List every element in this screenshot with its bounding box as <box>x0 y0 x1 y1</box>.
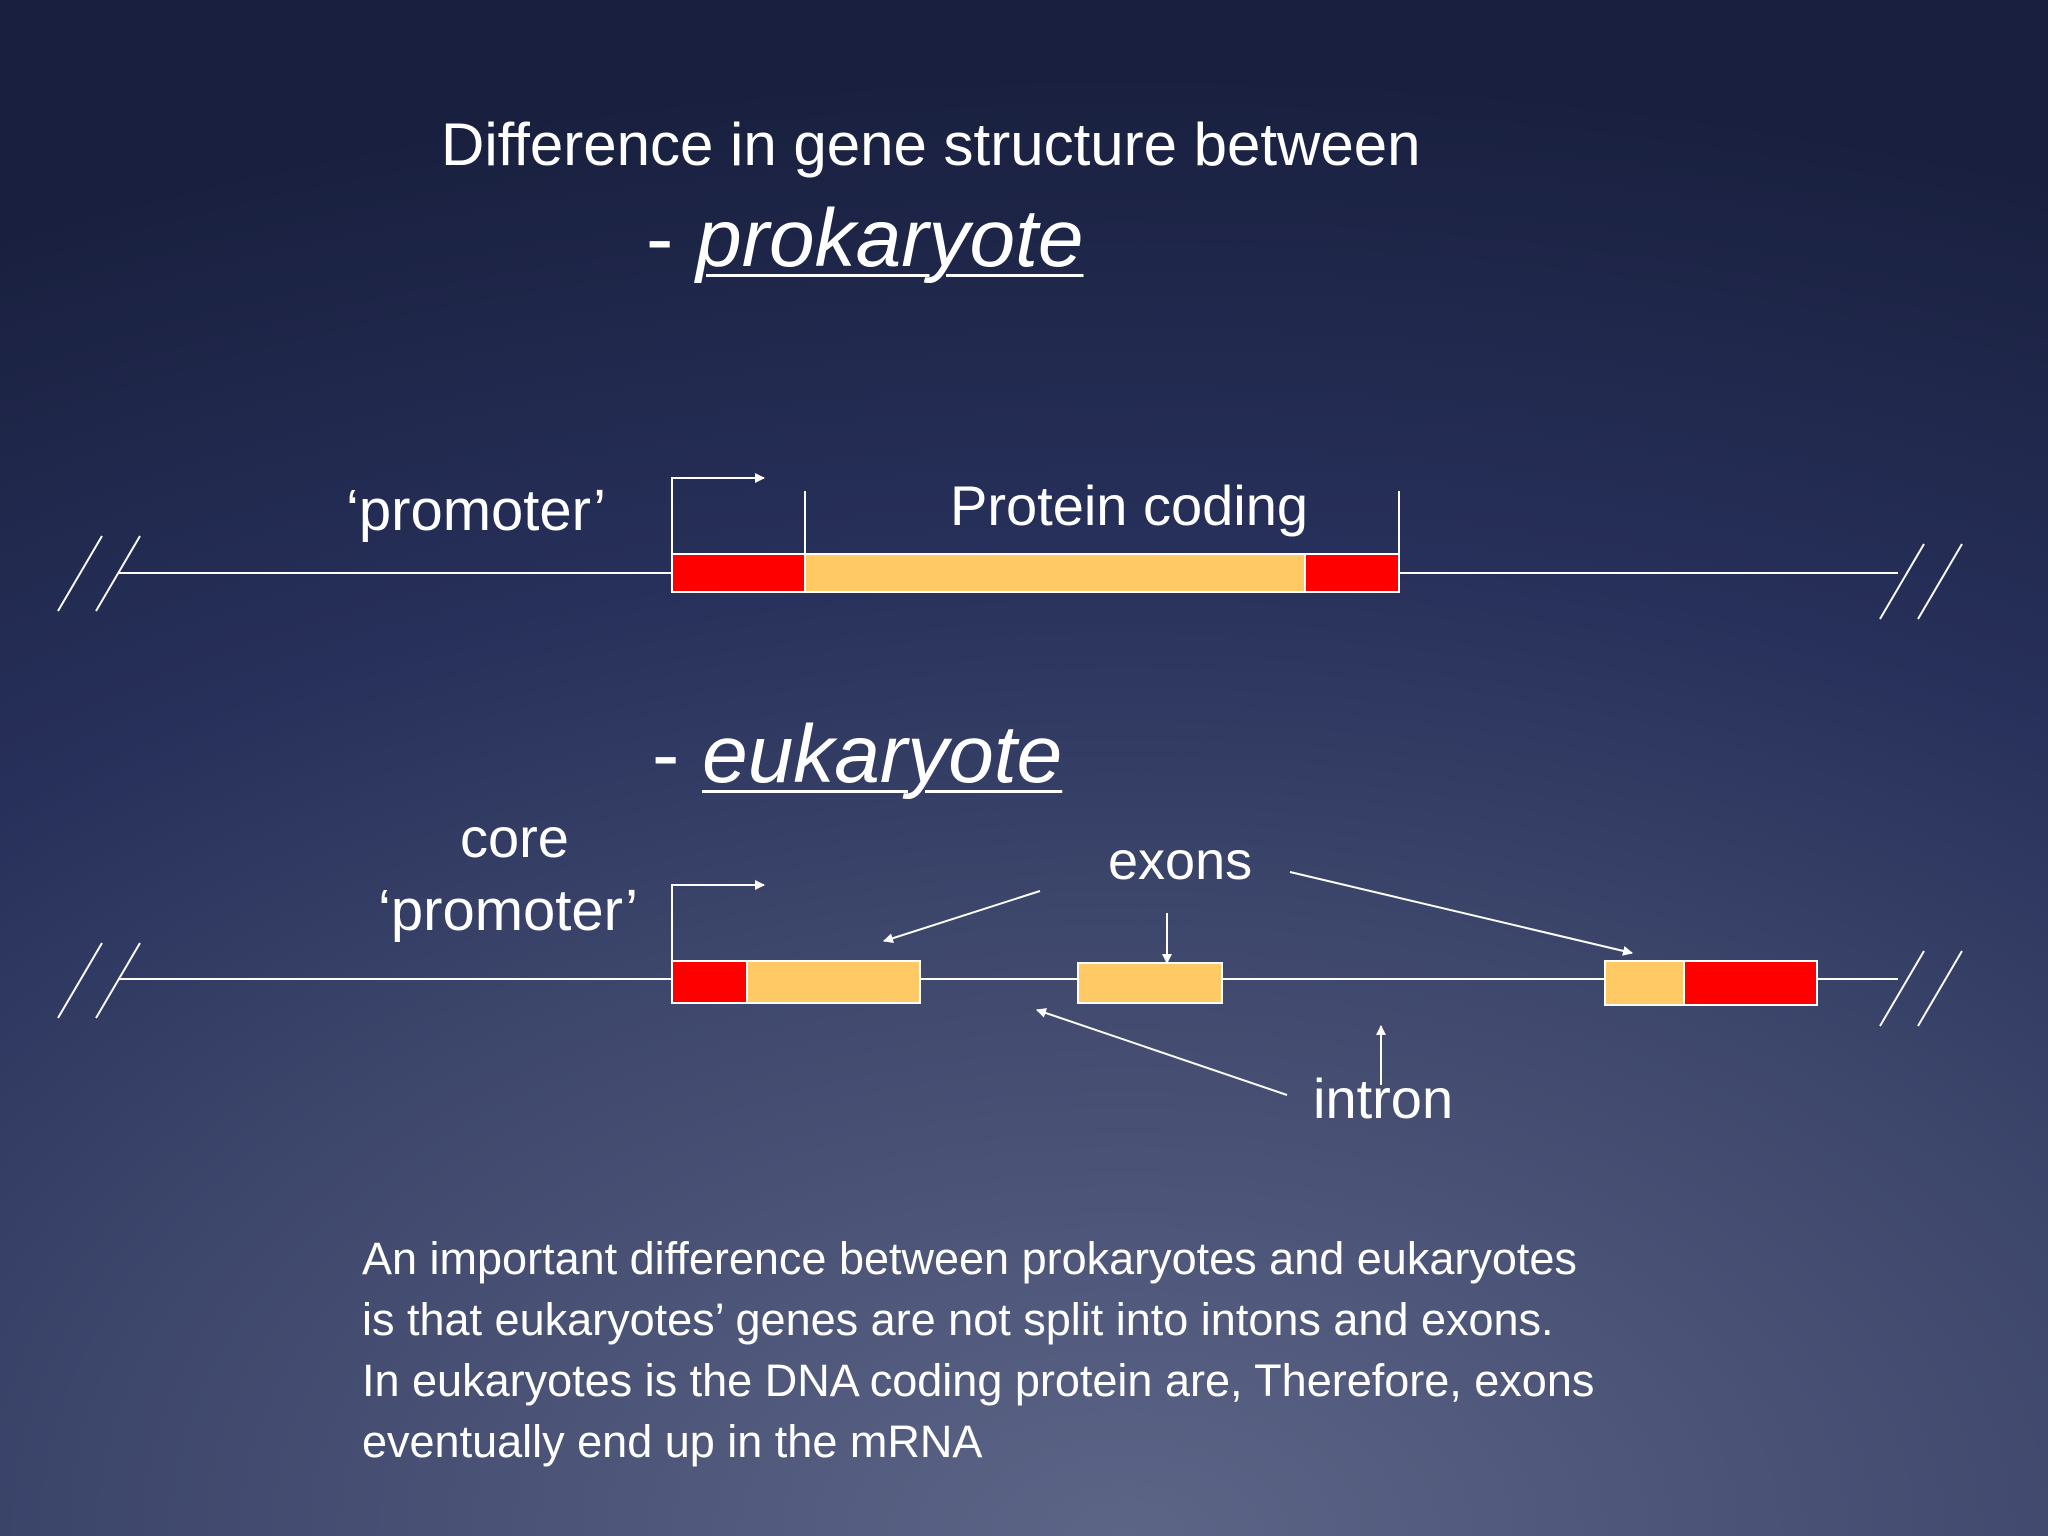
eukaryote-heading-term: eukaryote <box>702 709 1063 800</box>
exon-2-block <box>1077 962 1223 1004</box>
intron-pointer-arrow-left <box>1036 1008 1288 1096</box>
eukaryote-tss-arrow-icon <box>671 880 765 961</box>
caption-line: In eukaryotes is the DNA coding protein … <box>362 1355 1595 1406</box>
prokaryote-coding-block <box>804 553 1306 593</box>
eukaryote-break-left-icon <box>57 942 141 1019</box>
prokaryote-break-right-icon <box>1879 543 1963 620</box>
prokaryote-5utr-block <box>671 553 806 593</box>
prokaryote-3utr-block <box>1304 553 1400 593</box>
eukaryote-3utr-block <box>1683 960 1818 1006</box>
intron-label: intron <box>1313 1067 1454 1130</box>
eukaryote-gene <box>57 871 1963 1096</box>
exon-1-block <box>746 960 921 1004</box>
core-promoter-label: ‘promoter’ <box>378 878 639 943</box>
eukaryote-5utr-block <box>671 960 748 1004</box>
prokaryote-heading-term: prokaryote <box>696 193 1084 284</box>
prokaryote-heading-dash: - <box>646 193 697 284</box>
caption-line: An important difference between prokaryo… <box>362 1233 1577 1284</box>
prokaryote-tss-arrow-icon <box>671 473 765 554</box>
prokaryote-heading: - prokaryote <box>646 198 1084 280</box>
caption-text: An important difference between prokaryo… <box>362 1228 1862 1472</box>
core-label: core <box>460 806 569 869</box>
protein-coding-label: Protein coding <box>950 474 1309 537</box>
eukaryote-heading-dash: - <box>652 709 703 800</box>
slide-title: Difference in gene structure between <box>441 111 1421 178</box>
exon-3-pointer-arrow <box>1289 871 1633 956</box>
eukaryote-heading: - eukaryote <box>652 714 1062 796</box>
caption-line: eventually end up in the mRNA <box>362 1416 983 1467</box>
prokaryote-gene <box>57 473 1963 620</box>
exon-1-pointer-arrow <box>883 890 1041 944</box>
eukaryote-break-right-icon <box>1879 950 1963 1027</box>
exon-3-block <box>1604 960 1685 1006</box>
exons-label: exons <box>1108 831 1253 891</box>
caption-line: is that eukaryotes’ genes are not split … <box>362 1294 1554 1345</box>
prokaryote-promoter-label: ‘promoter’ <box>346 478 607 543</box>
